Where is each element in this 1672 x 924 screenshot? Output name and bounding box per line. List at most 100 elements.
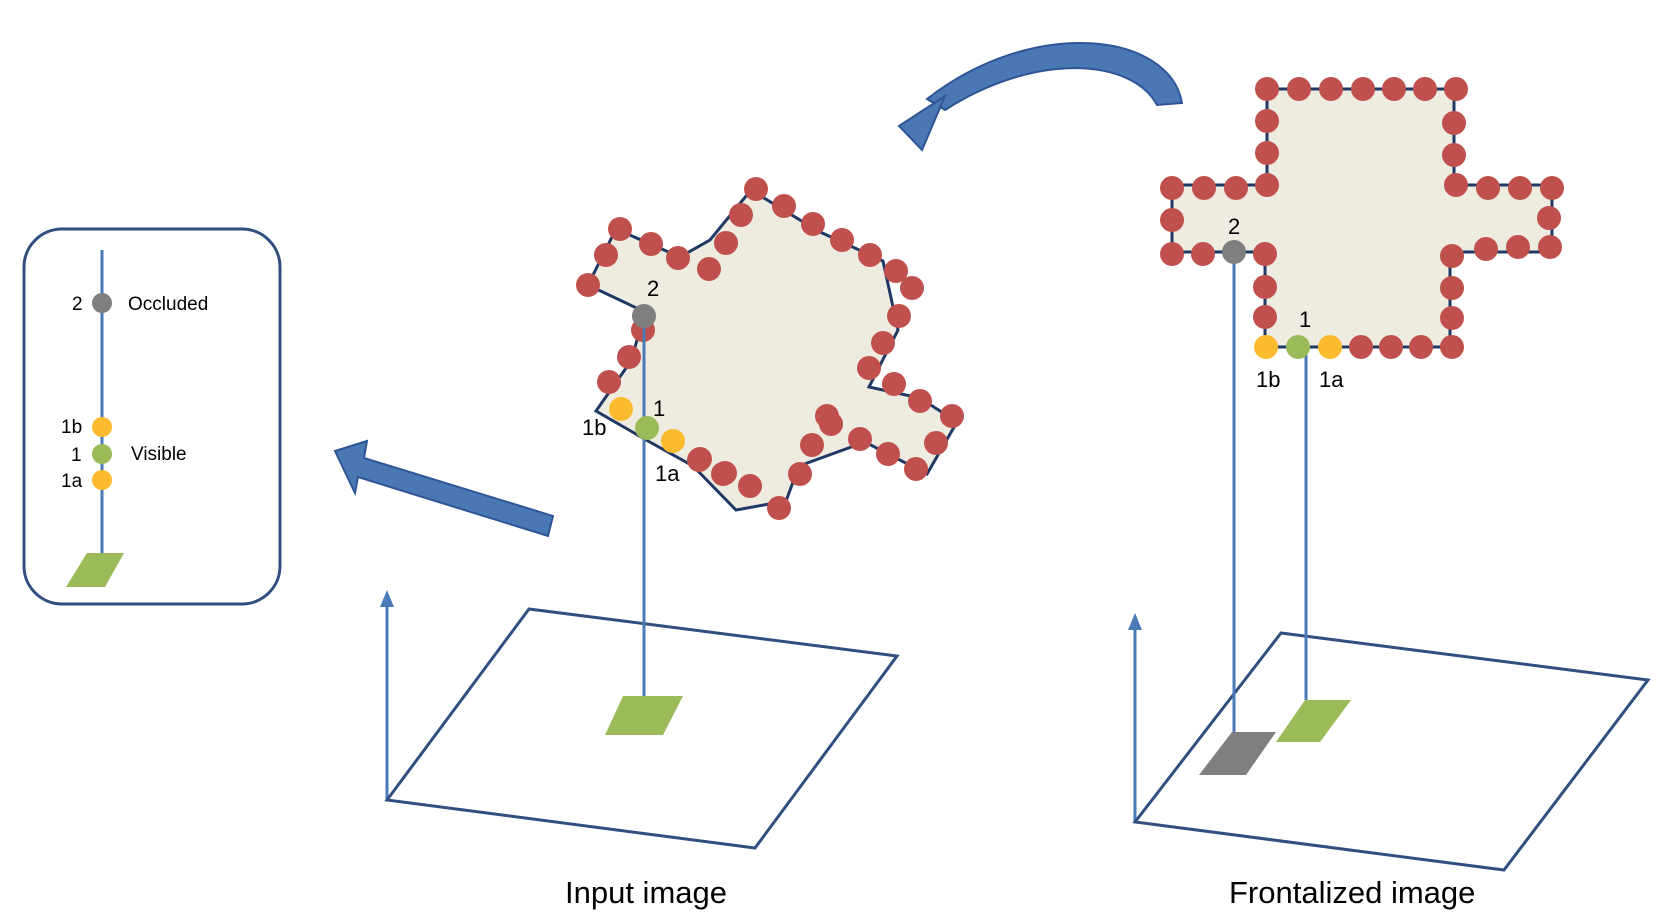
legend-visible-index: 1	[71, 445, 82, 466]
contour-point	[1506, 235, 1530, 259]
contour-point	[1442, 111, 1466, 135]
frontal-visible-point	[1286, 335, 1310, 359]
frontal-contour-points	[1160, 77, 1564, 359]
contour-point	[1191, 242, 1215, 266]
contour-point	[1442, 143, 1466, 167]
contour-point	[887, 304, 911, 328]
contour-point	[1255, 141, 1279, 165]
contour-point	[900, 276, 924, 300]
contour-point	[908, 389, 932, 413]
legend-occluded-index: 2	[72, 294, 83, 315]
legend-visible-point	[92, 444, 112, 464]
legend-visible-label: Visible	[131, 444, 187, 465]
frontal-visible-index: 1	[1299, 307, 1311, 332]
curved-arrow	[925, 41, 1184, 112]
legend-green-patch	[66, 553, 124, 587]
frontal-occluded-point	[1222, 240, 1246, 264]
contour-point	[576, 273, 600, 297]
contour-point	[1476, 176, 1500, 200]
contour-point	[1287, 77, 1311, 101]
legend-panel: 2 Occluded 1b 1 Visible 1a	[22, 227, 282, 606]
contour-point	[617, 345, 641, 369]
contour-point	[597, 370, 621, 394]
legend-box	[22, 227, 282, 606]
input-image-plane	[384, 607, 900, 850]
contour-point	[1379, 335, 1403, 359]
contour-point	[714, 231, 738, 255]
contour-point	[594, 243, 618, 267]
contour-point	[1160, 208, 1184, 232]
contour-point	[1351, 77, 1375, 101]
contour-point	[767, 496, 791, 520]
contour-point	[1255, 173, 1279, 197]
contour-point	[800, 433, 824, 457]
frontal-neighbor-b-label: 1b	[1256, 367, 1280, 392]
contour-point	[801, 212, 825, 236]
legend-occluded-label: Occluded	[128, 294, 208, 315]
legend-occluded-point	[92, 293, 112, 313]
frontal-gray-patch	[1199, 732, 1276, 775]
contour-point	[713, 461, 737, 485]
input-contour-points	[576, 177, 964, 520]
input-neighbor-a-point	[661, 429, 685, 453]
contour-point	[876, 442, 900, 466]
input-occluded-point	[632, 304, 656, 328]
contour-point	[871, 331, 895, 355]
contour-point	[940, 404, 964, 428]
contour-point	[1224, 176, 1248, 200]
input-occluded-index: 2	[647, 276, 659, 301]
contour-point	[1319, 77, 1343, 101]
contour-point	[848, 427, 872, 451]
contour-point	[1440, 335, 1464, 359]
frontal-green-patch	[1276, 700, 1351, 742]
input-neighbor-b-label: 1b	[582, 415, 606, 440]
input-green-patch	[605, 696, 683, 735]
contour-point	[1474, 237, 1498, 261]
contour-point	[608, 217, 632, 241]
input-neighbor-b-point	[609, 397, 633, 421]
legend-neighbor-a-label: 1a	[61, 471, 83, 492]
contour-point	[1440, 276, 1464, 300]
legend-neighbor-a-point	[92, 470, 112, 490]
contour-point	[1538, 235, 1562, 259]
contour-point	[744, 177, 768, 201]
frontal-panel: 2 1 1b 1a Frontalized image	[1128, 77, 1651, 910]
contour-point	[1540, 176, 1564, 200]
input-panel: 2 1 1b 1a Input image	[380, 177, 964, 910]
contour-point	[1160, 176, 1184, 200]
contour-point	[1440, 244, 1464, 268]
contour-point	[738, 474, 762, 498]
contour-point	[1192, 176, 1216, 200]
contour-point	[904, 457, 928, 481]
frontal-axis-arrowhead	[1128, 613, 1142, 630]
block-arrow-left	[333, 439, 555, 538]
contour-point	[1253, 242, 1277, 266]
curved-arrow-head	[897, 93, 948, 152]
contour-point	[1253, 305, 1277, 329]
contour-point	[1440, 306, 1464, 330]
contour-point	[857, 356, 881, 380]
contour-point	[1255, 77, 1279, 101]
contour-point	[1413, 77, 1437, 101]
contour-point	[1409, 335, 1433, 359]
contour-point	[1444, 173, 1468, 197]
contour-point	[688, 447, 712, 471]
input-caption: Input image	[565, 875, 727, 910]
frontal-caption: Frontalized image	[1229, 875, 1475, 910]
legend-neighbor-b-label: 1b	[61, 417, 82, 438]
frontal-image-plane	[1132, 631, 1651, 872]
contour-point	[830, 228, 854, 252]
contour-point	[1382, 77, 1406, 101]
contour-point	[697, 257, 721, 281]
contour-point	[882, 372, 906, 396]
contour-point	[815, 404, 839, 428]
input-visible-point	[635, 416, 659, 440]
contour-point	[1349, 335, 1373, 359]
contour-point	[788, 462, 812, 486]
frontal-neighbor-b-point	[1254, 335, 1278, 359]
contour-point	[1160, 242, 1184, 266]
contour-point	[1537, 206, 1561, 230]
input-visible-index: 1	[653, 396, 665, 421]
legend-neighbor-b-point	[92, 417, 112, 437]
